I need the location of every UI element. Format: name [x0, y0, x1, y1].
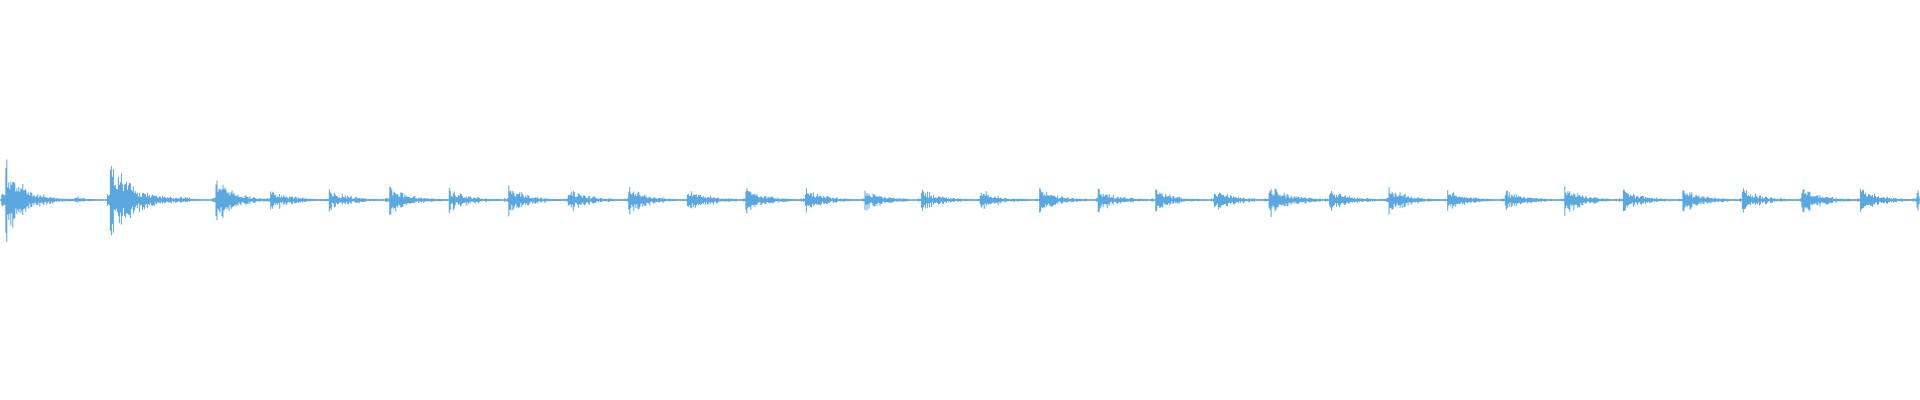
waveform-burst-1	[1, 159, 74, 242]
waveform-bursts	[0, 159, 1920, 242]
waveform-burst-34	[1912, 190, 1920, 211]
waveform-burst-3	[105, 165, 191, 236]
